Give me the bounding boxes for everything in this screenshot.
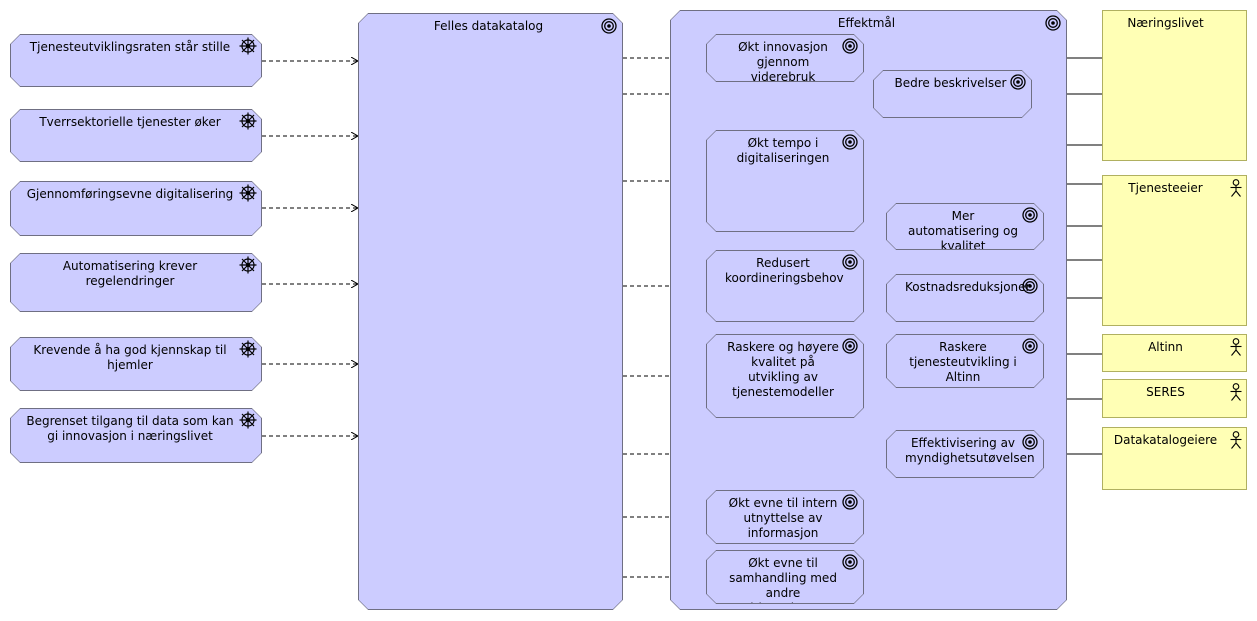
actor-a5[interactable]: Datakatalogeiere	[1102, 427, 1247, 490]
driver-label: Krevende å ha god kjennskap til hjemler	[33, 343, 227, 372]
goal-g1[interactable]: Økt innovasjon gjennom viderebruk	[706, 34, 864, 82]
goal-label: Bedre beskrivelser	[894, 76, 1007, 90]
driver-d5[interactable]: Krevende å ha god kjennskap til hjemler	[10, 337, 262, 391]
catalog-label: Felles datakatalog	[433, 19, 544, 33]
goal-g9[interactable]: Effektivisering av myndighetsutøvelsen	[886, 430, 1044, 478]
actor-icon	[1230, 431, 1242, 449]
actor-label: Datakatalogeiere	[1113, 433, 1218, 447]
goal-label: Redusert koordineringsbehov	[725, 256, 844, 285]
goal-label: Raskere tjenesteutvikling i Altinn	[909, 340, 1017, 384]
goal-icon	[1021, 433, 1039, 451]
goal-icon	[1021, 277, 1039, 295]
actor-label: SERES	[1146, 385, 1185, 399]
driver-label: Gjennomføringsevne digitalisering	[26, 187, 234, 201]
goal-icon	[1009, 73, 1027, 91]
driver-d6[interactable]: Begrenset tilgang til data som kan gi in…	[10, 408, 262, 463]
actor-a2[interactable]: Tjenesteeier	[1102, 175, 1247, 326]
goal-label: Raskere og høyere kvalitet på utvikling …	[727, 340, 839, 399]
goal-label: Effektivisering av myndighetsutøvelsen	[905, 436, 1035, 465]
driver-icon	[239, 37, 257, 55]
goal-label: Økt evne til samhandling med andre virks…	[729, 556, 837, 600]
goal-icon	[841, 337, 859, 355]
driver-icon	[239, 256, 257, 274]
driver-d1[interactable]: Tjenesteutviklingsraten står stille	[10, 34, 262, 87]
actor-icon	[1230, 338, 1242, 356]
goal-icon	[841, 253, 859, 271]
goal-icon	[841, 553, 859, 571]
goal-icon	[600, 17, 618, 35]
goal-icon	[1021, 337, 1039, 355]
goal-icon	[1021, 206, 1039, 224]
goal-g8[interactable]: Raskere tjenesteutvikling i Altinn	[886, 334, 1044, 388]
actor-label: Altinn	[1148, 340, 1183, 354]
goal-g5[interactable]: Redusert koordineringsbehov	[706, 250, 864, 322]
driver-label: Automatisering krever regelendringer	[62, 259, 198, 288]
goal-label: Økt innovasjon gjennom viderebruk	[738, 40, 828, 81]
goal-g7[interactable]: Raskere og høyere kvalitet på utvikling …	[706, 334, 864, 418]
goal-g3[interactable]: Økt tempo i digitaliseringen	[706, 130, 864, 232]
goal-label: Mer automatisering og kvalitet	[908, 209, 1018, 249]
effects-label: Effektmål	[837, 16, 896, 30]
goal-icon	[1044, 14, 1062, 32]
actor-a3[interactable]: Altinn	[1102, 334, 1247, 372]
driver-icon	[239, 340, 257, 358]
actor-label: Næringslivet	[1127, 16, 1204, 30]
goal-icon	[841, 37, 859, 55]
goal-g6[interactable]: Kostnadsreduksjoner	[886, 274, 1044, 322]
driver-d4[interactable]: Automatisering krever regelendringer	[10, 253, 262, 312]
driver-icon	[239, 411, 257, 429]
driver-d3[interactable]: Gjennomføringsevne digitalisering	[10, 181, 262, 236]
goal-label: Kostnadsreduksjoner	[905, 280, 1031, 294]
driver-d2[interactable]: Tverrsektorielle tjenester øker	[10, 109, 262, 162]
actor-icon	[1230, 383, 1242, 401]
goal-g2[interactable]: Bedre beskrivelser	[873, 70, 1032, 118]
goal-g10[interactable]: Økt evne til intern utnyttelse av inform…	[706, 490, 864, 544]
goal-g11[interactable]: Økt evne til samhandling med andre virks…	[706, 550, 864, 604]
goal-icon	[841, 493, 859, 511]
goal-label: Økt tempo i digitaliseringen	[736, 136, 830, 165]
driver-icon	[239, 112, 257, 130]
actor-a4[interactable]: SERES	[1102, 379, 1247, 418]
driver-icon	[239, 184, 257, 202]
goal-icon	[841, 133, 859, 151]
actor-label: Tjenesteeier	[1128, 181, 1203, 195]
goal-g4[interactable]: Mer automatisering og kvalitet	[886, 203, 1044, 250]
actor-a1[interactable]: Næringslivet	[1102, 10, 1247, 161]
driver-label: Tverrsektorielle tjenester øker	[39, 115, 221, 129]
driver-label: Tjenesteutviklingsraten står stille	[29, 40, 231, 54]
goal-label: Økt evne til intern utnyttelse av inform…	[728, 496, 838, 540]
catalog-node[interactable]: Felles datakatalog	[358, 13, 623, 610]
actor-icon	[1230, 179, 1242, 197]
driver-label: Begrenset tilgang til data som kan gi in…	[26, 414, 234, 443]
